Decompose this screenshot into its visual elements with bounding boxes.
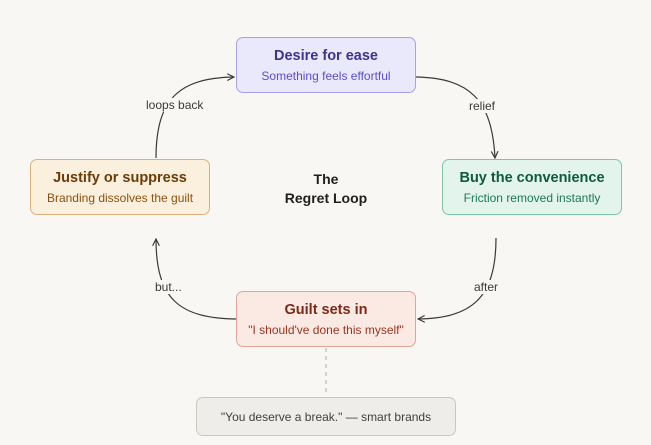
node-desire-title: Desire for ease <box>274 47 378 64</box>
edge-loops-back-arrow <box>155 77 234 159</box>
node-justify-or-suppress: Justify or suppress Branding dissolves t… <box>30 159 210 215</box>
node-desire-subtitle: Something feels effortful <box>261 68 391 83</box>
node-guilt-sets-in: Guilt sets in "I should've done this mys… <box>236 291 416 347</box>
edge-label-relief: relief <box>466 99 499 113</box>
node-desire-for-ease: Desire for ease Something feels effortfu… <box>236 37 416 93</box>
edge-label-after: after <box>471 280 502 294</box>
footnote-box: "You deserve a break." — smart brands <box>196 397 456 436</box>
node-buy-title: Buy the convenience <box>459 169 605 186</box>
diagram-title: The Regret Loop <box>266 170 386 208</box>
node-buy-subtitle: Friction removed instantly <box>463 190 601 205</box>
edge-after-arrow <box>418 237 497 319</box>
diagram-title-line2: Regret Loop <box>284 190 368 206</box>
node-buy-the-convenience: Buy the convenience Friction removed ins… <box>442 159 622 215</box>
edge-label-loops-back: loops back <box>143 98 207 112</box>
node-guilt-subtitle: "I should've done this myself" <box>248 322 404 337</box>
node-justify-title: Justify or suppress <box>53 169 187 186</box>
edge-label-but: but... <box>152 280 185 294</box>
diagram-title-line1: The <box>313 171 339 187</box>
edge-relief-arrow <box>415 76 495 158</box>
node-justify-subtitle: Branding dissolves the guilt <box>46 190 194 205</box>
edge-but-arrow <box>156 239 237 320</box>
node-guilt-title: Guilt sets in <box>284 301 368 318</box>
footnote-text: "You deserve a break." — smart brands <box>220 409 432 424</box>
